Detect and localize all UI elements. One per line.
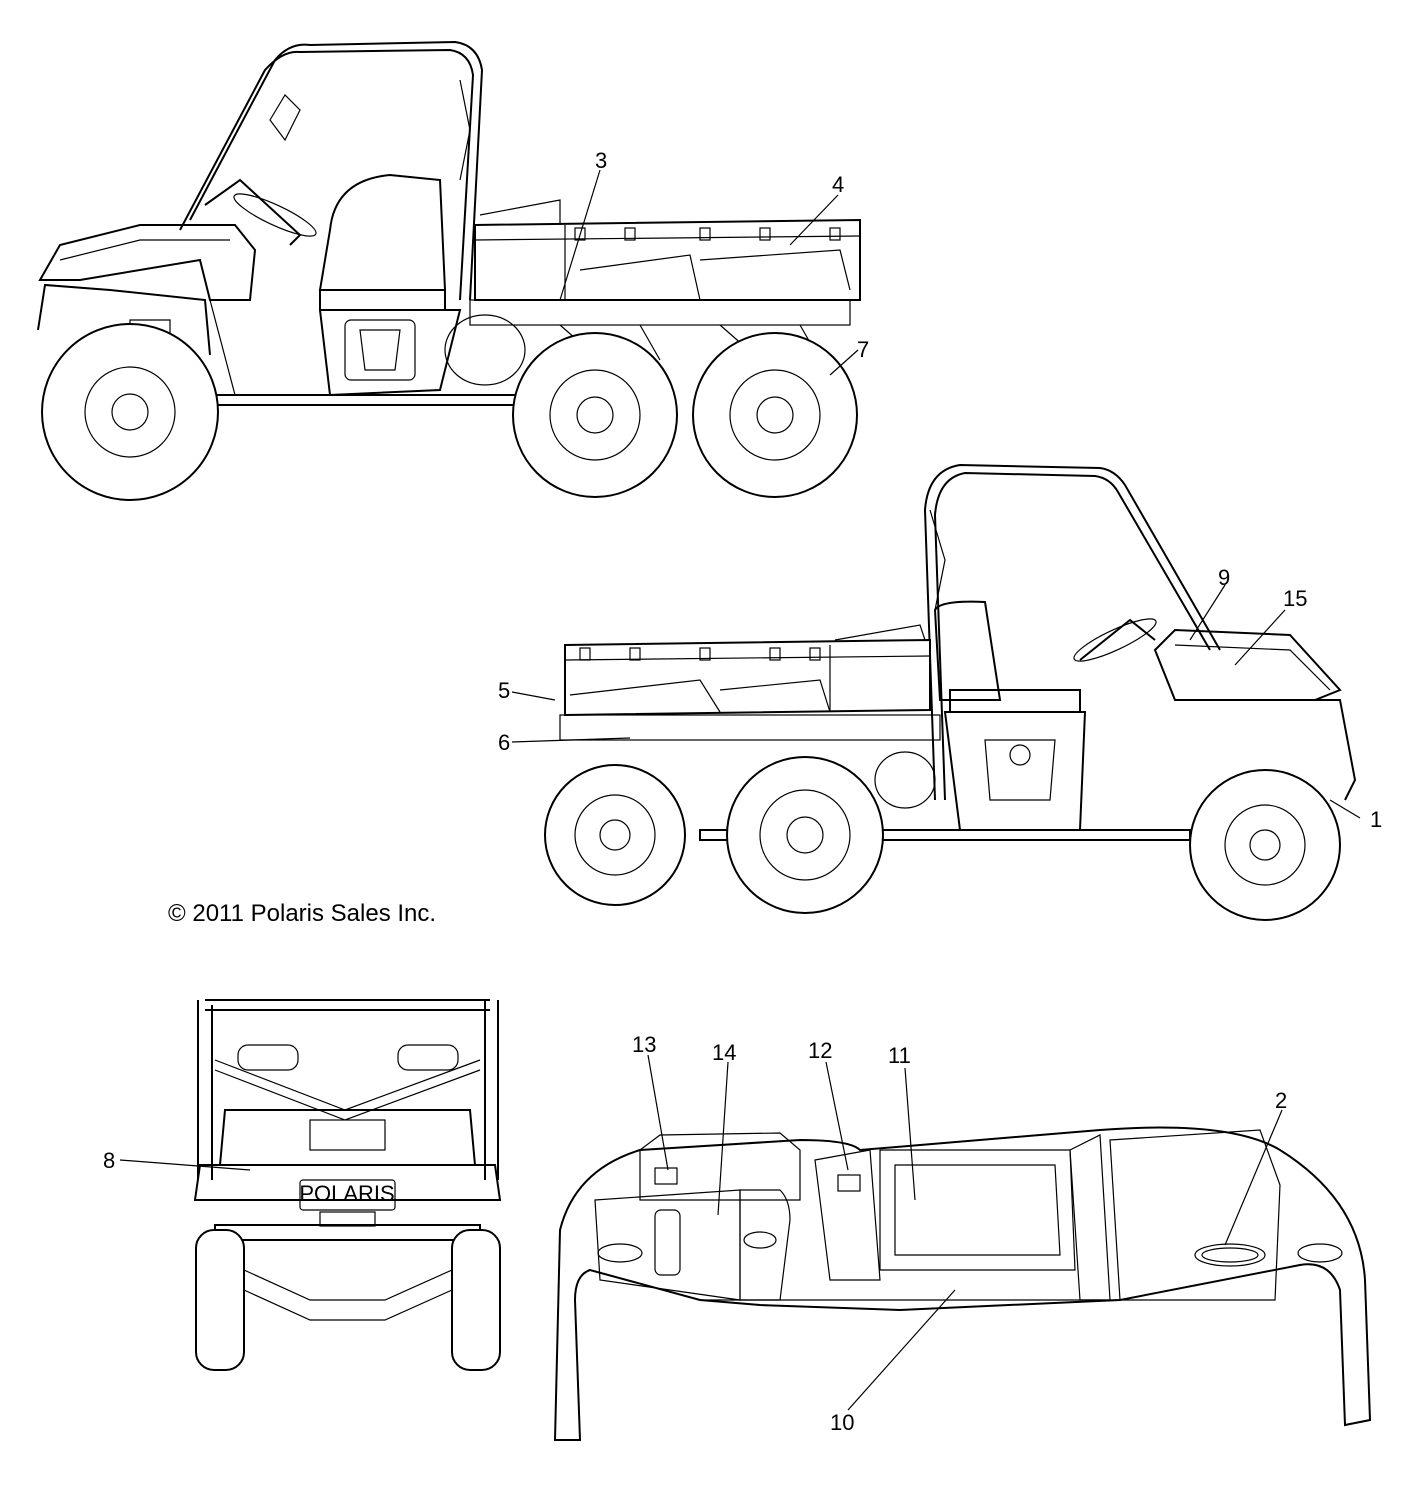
callout-13: 13	[632, 1032, 656, 1057]
leader-lines	[119, 169, 1361, 1411]
callout-14: 14	[712, 1040, 736, 1065]
callout-15: 15	[1283, 586, 1307, 611]
callout-9: 9	[1218, 565, 1230, 590]
right-side-view	[544, 463, 1357, 921]
callout-12: 12	[808, 1038, 832, 1063]
grille-logo-text: POLARIS	[299, 1181, 394, 1206]
callout-5: 5	[498, 678, 510, 703]
callout-11: 11	[888, 1043, 911, 1068]
callouts: 1 2 3 4 5 6 7 8 9 10 11 12 13 14 15	[103, 148, 1382, 1435]
callout-1: 1	[1370, 807, 1382, 832]
callout-3: 3	[595, 148, 607, 173]
callout-4: 4	[832, 172, 844, 197]
left-side-view	[37, 40, 861, 501]
callout-10: 10	[830, 1410, 854, 1435]
dashboard-view	[553, 1126, 1372, 1441]
callout-8: 8	[103, 1148, 115, 1173]
copyright-notice: © 2011 Polaris Sales Inc.	[168, 900, 437, 927]
front-view: POLARIS	[193, 999, 502, 1371]
callout-2: 2	[1275, 1088, 1287, 1113]
callout-6: 6	[498, 730, 510, 755]
callout-7: 7	[857, 337, 869, 362]
